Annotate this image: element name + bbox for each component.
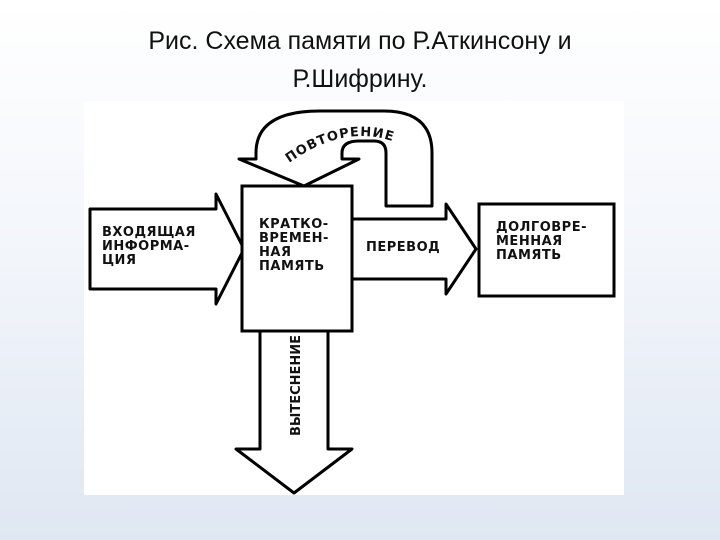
diagram-canvas: ПОВТОРЕНИЕ ВЫТЕСНЕНИЕ — [88, 109, 616, 495]
slide-title: Рис. Схема памяти по Р.Аткинсону и Р.Шиф… — [90, 22, 630, 98]
rehearsal-loop — [237, 109, 434, 208]
input-arrow — [88, 192, 246, 306]
displacement-arrow — [234, 327, 354, 495]
long-term-memory-label: ДОЛГОВРЕ- МЕННАЯ ПАМЯТЬ — [496, 220, 587, 263]
memory-diagram: ПОВТОРЕНИЕ ВЫТЕСНЕНИЕ ВХОДЯЩАЯ ИНФОРМА- … — [84, 101, 624, 495]
short-term-memory-box — [240, 184, 354, 333]
title-line-2: Р.Шифрину. — [292, 65, 428, 93]
displacement-label: ВЫТЕСНЕНИЕ — [289, 335, 304, 436]
short-term-memory-label: КРАТКО- ВРЕМЕН- НАЯ ПАМЯТЬ — [259, 217, 329, 274]
transfer-arrow — [350, 202, 478, 296]
title-line-1: Рис. Схема памяти по Р.Аткинсону и — [148, 27, 572, 55]
long-term-memory-box — [477, 202, 616, 298]
input-label: ВХОДЯЩАЯ ИНФОРМА- ЦИЯ — [102, 225, 196, 268]
transfer-label: ПЕРЕВОД — [366, 240, 441, 255]
